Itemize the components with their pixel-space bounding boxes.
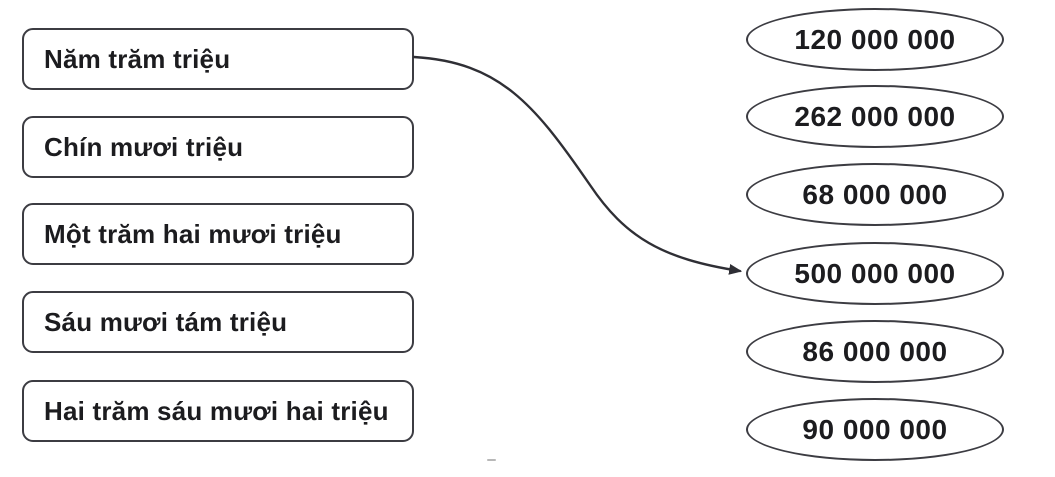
number-label: 120 000 000	[794, 23, 956, 55]
word-box-mot-tram-hai-muoi-trieu[interactable]: Một trăm hai mươi triệu	[22, 203, 414, 265]
number-oval-68000000[interactable]: 68 000 000	[746, 163, 1004, 226]
word-box-sau-muoi-tam-trieu[interactable]: Sáu mươi tám triệu	[22, 291, 414, 353]
word-box-chin-muoi-trieu[interactable]: Chín mươi triệu	[22, 116, 414, 178]
number-label: 86 000 000	[802, 335, 948, 367]
word-label: Chín mươi triệu	[44, 131, 244, 162]
number-oval-500000000[interactable]: 500 000 000	[746, 242, 1004, 305]
number-label: 262 000 000	[794, 100, 956, 132]
word-box-nam-tram-trieu[interactable]: Năm trăm triệu	[22, 28, 414, 90]
word-label: Hai trăm sáu mươi hai triệu	[44, 395, 389, 426]
word-label: Sáu mươi tám triệu	[44, 306, 288, 337]
word-label: Năm trăm triệu	[44, 43, 231, 74]
scan-artifact	[487, 459, 496, 461]
number-label: 500 000 000	[794, 257, 956, 289]
word-label: Một trăm hai mươi triệu	[44, 218, 342, 249]
number-oval-120000000[interactable]: 120 000 000	[746, 8, 1004, 71]
number-oval-90000000[interactable]: 90 000 000	[746, 398, 1004, 461]
number-label: 68 000 000	[802, 178, 948, 210]
word-box-hai-tram-sau-muoi-hai-trieu[interactable]: Hai trăm sáu mươi hai triệu	[22, 380, 414, 442]
connection-line	[412, 55, 743, 275]
number-label: 90 000 000	[802, 413, 948, 445]
number-oval-86000000[interactable]: 86 000 000	[746, 320, 1004, 383]
number-oval-262000000[interactable]: 262 000 000	[746, 85, 1004, 148]
